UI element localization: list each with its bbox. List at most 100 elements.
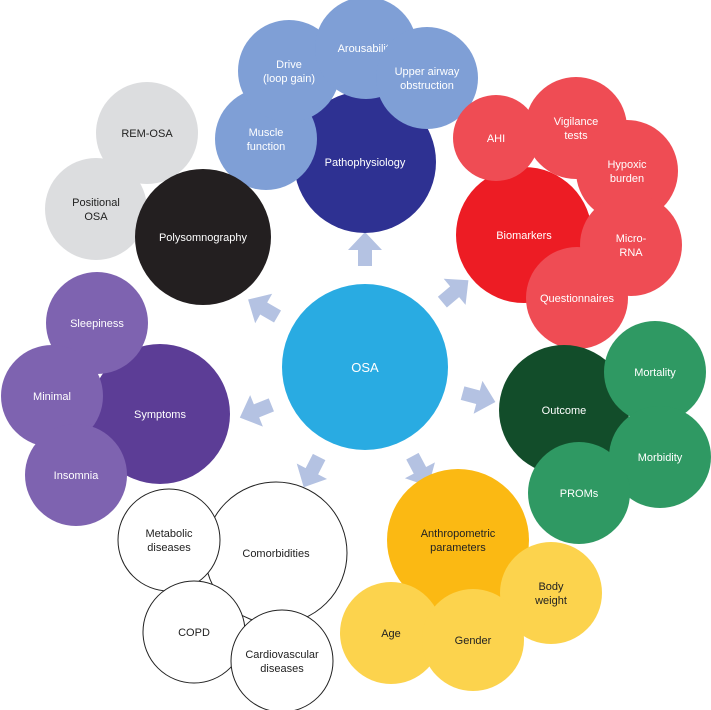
symptoms-node: Symptoms: [90, 344, 230, 484]
arrow-7: [248, 293, 282, 324]
proms-node-circle: [528, 442, 630, 544]
body-weight-node-circle: [500, 542, 602, 644]
hypoxic-burden-node-label: Hypoxic: [607, 159, 647, 171]
rem-osa-node: REM-OSA: [96, 82, 198, 184]
gender-node-label: Gender: [455, 635, 492, 647]
proms-node: PROMs: [528, 442, 630, 544]
center-circle: [282, 284, 448, 450]
morbidity-node: Morbidity: [609, 406, 711, 508]
body-weight-node: Body weight: [500, 542, 602, 644]
ahi-node: AHI: [453, 95, 539, 181]
anthropometric-node-label: parameters: [430, 542, 486, 554]
questionnaires-node-circle: [526, 247, 628, 349]
pathophysiology-node-label: Pathophysiology: [325, 157, 406, 169]
drive-loop-gain-node-circle: [238, 20, 340, 122]
biomarkers-node-label: Biomarkers: [496, 230, 552, 242]
arrow-6: [239, 395, 274, 427]
morbidity-node-label: Morbidity: [638, 452, 683, 464]
age-node-circle: [340, 582, 442, 684]
hypoxic-burden-node-label: burden: [610, 173, 644, 185]
metabolic-diseases-node: Metabolic diseases: [117, 488, 221, 592]
cluster-pathophysiology: Pathophysiology Muscle function Drive(loop …: [215, 0, 478, 233]
polysomnography-node-label: Polysomnography: [159, 232, 248, 244]
outcome-node-circle: [499, 345, 629, 475]
arousability-node-label: Arousability: [338, 43, 395, 55]
center-label: OSA: [351, 360, 379, 375]
mortality-node-label: Mortality: [634, 367, 676, 379]
gender-node-circle: [422, 589, 524, 691]
cardiovascular-diseases-node-circle: [230, 609, 334, 710]
drive-loop-gain-node-label: (loop gain): [263, 73, 315, 85]
anthropometric-node: Anthropometric parameters: [387, 469, 529, 611]
cardiovascular-diseases-node-label: Cardiovascular: [245, 649, 319, 661]
copd-node-label: COPD: [178, 627, 210, 639]
metabolic-diseases-node-circle: [117, 488, 221, 592]
cardiovascular-diseases-node-label: diseases: [260, 663, 304, 675]
hypoxic-burden-node: Hypoxic burden: [576, 120, 678, 222]
body-weight-node-label: Body: [538, 581, 564, 593]
proms-node-label: PROMs: [560, 488, 599, 500]
vigilance-tests-node-label: Vigilance: [554, 116, 598, 128]
drive-loop-gain-node: Drive(loop gain): [238, 20, 340, 122]
minimal-node-label: Minimal: [33, 391, 71, 403]
upper-airway-obstruction-node: Upper airway obstruction: [376, 27, 478, 129]
copd-node: COPD: [142, 580, 246, 684]
upper-airway-obstruction-node-label: Upper airway: [395, 66, 460, 78]
cluster-comorbidities: ComorbiditiesMetabolicdiseasesCOPDCardio…: [117, 481, 348, 710]
sleepiness-node-label: Sleepiness: [70, 318, 124, 330]
minimal-node-circle: [1, 345, 103, 447]
upper-airway-obstruction-node-circle: [376, 27, 478, 129]
morbidity-node-circle: [609, 406, 711, 508]
center-node: OSA: [282, 284, 448, 450]
metabolic-diseases-node-label: Metabolic: [145, 528, 193, 540]
age-node: Age: [340, 582, 442, 684]
insomnia-node-label: Insomnia: [54, 470, 100, 482]
positional-osa-node-label: Positional: [72, 197, 120, 209]
sleepiness-node: Sleepiness: [46, 272, 148, 374]
rem-osa-node-circle: [96, 82, 198, 184]
rem-osa-node-label: REM-OSA: [121, 128, 173, 140]
micro-rna-node-label: RNA: [619, 247, 643, 259]
polysomnography-node-circle: [135, 169, 271, 305]
anthropometric-node-label: Anthropometric: [421, 528, 496, 540]
mortality-node-circle: [604, 321, 706, 423]
minimal-node: Minimal: [1, 345, 103, 447]
outcome-node: Outcome: [499, 345, 629, 475]
vigilance-tests-node-label: tests: [564, 130, 588, 142]
ahi-node-label: AHI: [487, 133, 505, 145]
arrows: [239, 232, 496, 488]
sleepiness-node-circle: [46, 272, 148, 374]
arrow-5: [296, 453, 328, 488]
muscle-function-node-label: Muscle: [249, 127, 284, 139]
pathophysiology-node: Pathophysiology: [294, 91, 436, 233]
micro-rna-node-label: Micro-: [616, 233, 647, 245]
mortality-node: Mortality: [604, 321, 706, 423]
arrow-2: [437, 278, 469, 308]
questionnaires-node-label: Questionnaires: [540, 293, 614, 305]
questionnaires-node: Questionnaires: [526, 247, 628, 349]
age-node-label: Age: [381, 628, 401, 640]
cardiovascular-diseases-node: Cardiovascular diseases: [230, 609, 334, 710]
hypoxic-burden-node-circle: [576, 120, 678, 222]
muscle-function-node-label: function: [247, 141, 286, 153]
positional-osa-node-circle: [45, 158, 147, 260]
upper-airway-obstruction-node-label: obstruction: [400, 80, 454, 92]
ahi-node-circle: [453, 95, 539, 181]
metabolic-diseases-node-label: diseases: [147, 542, 191, 554]
comorbidities-node-label: Comorbidities: [242, 548, 310, 560]
arrow-1: [348, 232, 382, 266]
insomnia-node-circle: [25, 424, 127, 526]
outcome-node-label: Outcome: [542, 405, 587, 417]
body-weight-node-label: weight: [534, 595, 567, 607]
polysomnography-node: Polysomnography: [135, 169, 271, 305]
insomnia-node: Insomnia: [25, 424, 127, 526]
positional-osa-node-label: OSA: [84, 211, 108, 223]
symptoms-node-label: Symptoms: [134, 409, 186, 421]
